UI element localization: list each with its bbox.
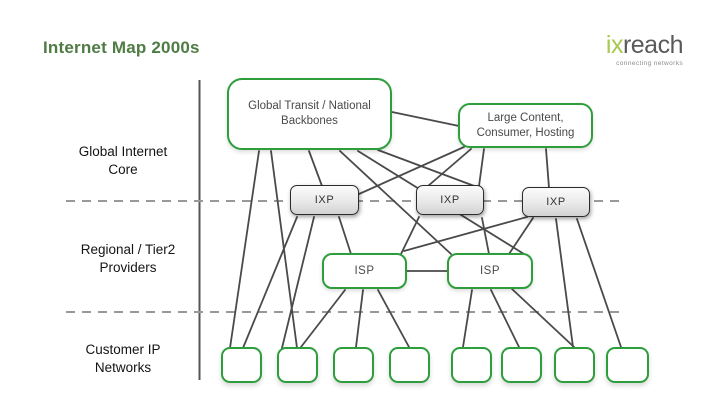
node-large-content-consumer-hosting: Large Content, Consumer, Hosting bbox=[458, 103, 593, 148]
connection-line bbox=[300, 289, 346, 348]
connection-line bbox=[555, 218, 574, 348]
node-customer-network-5 bbox=[451, 347, 492, 383]
connection-line bbox=[358, 146, 465, 195]
connection-line bbox=[377, 289, 410, 348]
connection-line bbox=[403, 216, 528, 252]
ixreach-logo: ixreach connecting networks bbox=[605, 31, 684, 68]
connection-line bbox=[391, 111, 460, 127]
connection-line bbox=[481, 217, 490, 255]
tier-label-customer-ip-networks: Customer IP Networks bbox=[85, 342, 161, 375]
connection-line bbox=[229, 150, 260, 349]
connection-lines bbox=[229, 111, 622, 349]
node-ixp-1: IXP bbox=[290, 185, 359, 215]
connection-line bbox=[462, 289, 473, 348]
node-customer-network-4 bbox=[389, 347, 430, 383]
connection-line bbox=[508, 217, 534, 255]
connection-line bbox=[242, 216, 298, 349]
connection-line bbox=[478, 148, 485, 187]
node-customer-network-8 bbox=[606, 347, 649, 383]
connection-line bbox=[377, 149, 478, 188]
connection-line bbox=[545, 148, 550, 189]
connection-line bbox=[511, 288, 575, 348]
node-ixp-2: IXP bbox=[416, 185, 484, 215]
connection-line bbox=[576, 218, 622, 348]
node-customer-network-1 bbox=[221, 347, 262, 383]
logo-text-ix: ix bbox=[605, 31, 624, 59]
node-customer-network-2 bbox=[277, 347, 318, 383]
connection-line bbox=[355, 289, 364, 348]
logo-tagline: connecting networks bbox=[616, 60, 683, 67]
slide-title: Internet Map 2000s bbox=[43, 38, 200, 57]
connection-line bbox=[400, 216, 420, 255]
tier-label-global-internet-core: Global Internet Core bbox=[78, 144, 168, 177]
connection-line bbox=[281, 216, 315, 349]
node-global-transit-national-backbones: Global Transit / National Backbones bbox=[227, 78, 392, 150]
connection-line bbox=[490, 289, 520, 348]
logo-text-reach: reach bbox=[622, 31, 684, 59]
node-customer-network-3 bbox=[333, 347, 374, 383]
tier-label-regional-tier2-providers: Regional / Tier2 Providers bbox=[80, 242, 176, 275]
node-customer-network-7 bbox=[554, 347, 595, 383]
connection-line bbox=[308, 150, 323, 187]
connection-line bbox=[338, 216, 352, 255]
connection-line bbox=[427, 148, 472, 187]
connection-line bbox=[339, 150, 452, 255]
node-customer-network-6 bbox=[501, 347, 542, 383]
node-isp-2: ISP bbox=[447, 253, 533, 289]
node-isp-1: ISP bbox=[322, 253, 407, 289]
node-ixp-3: IXP bbox=[522, 187, 590, 217]
